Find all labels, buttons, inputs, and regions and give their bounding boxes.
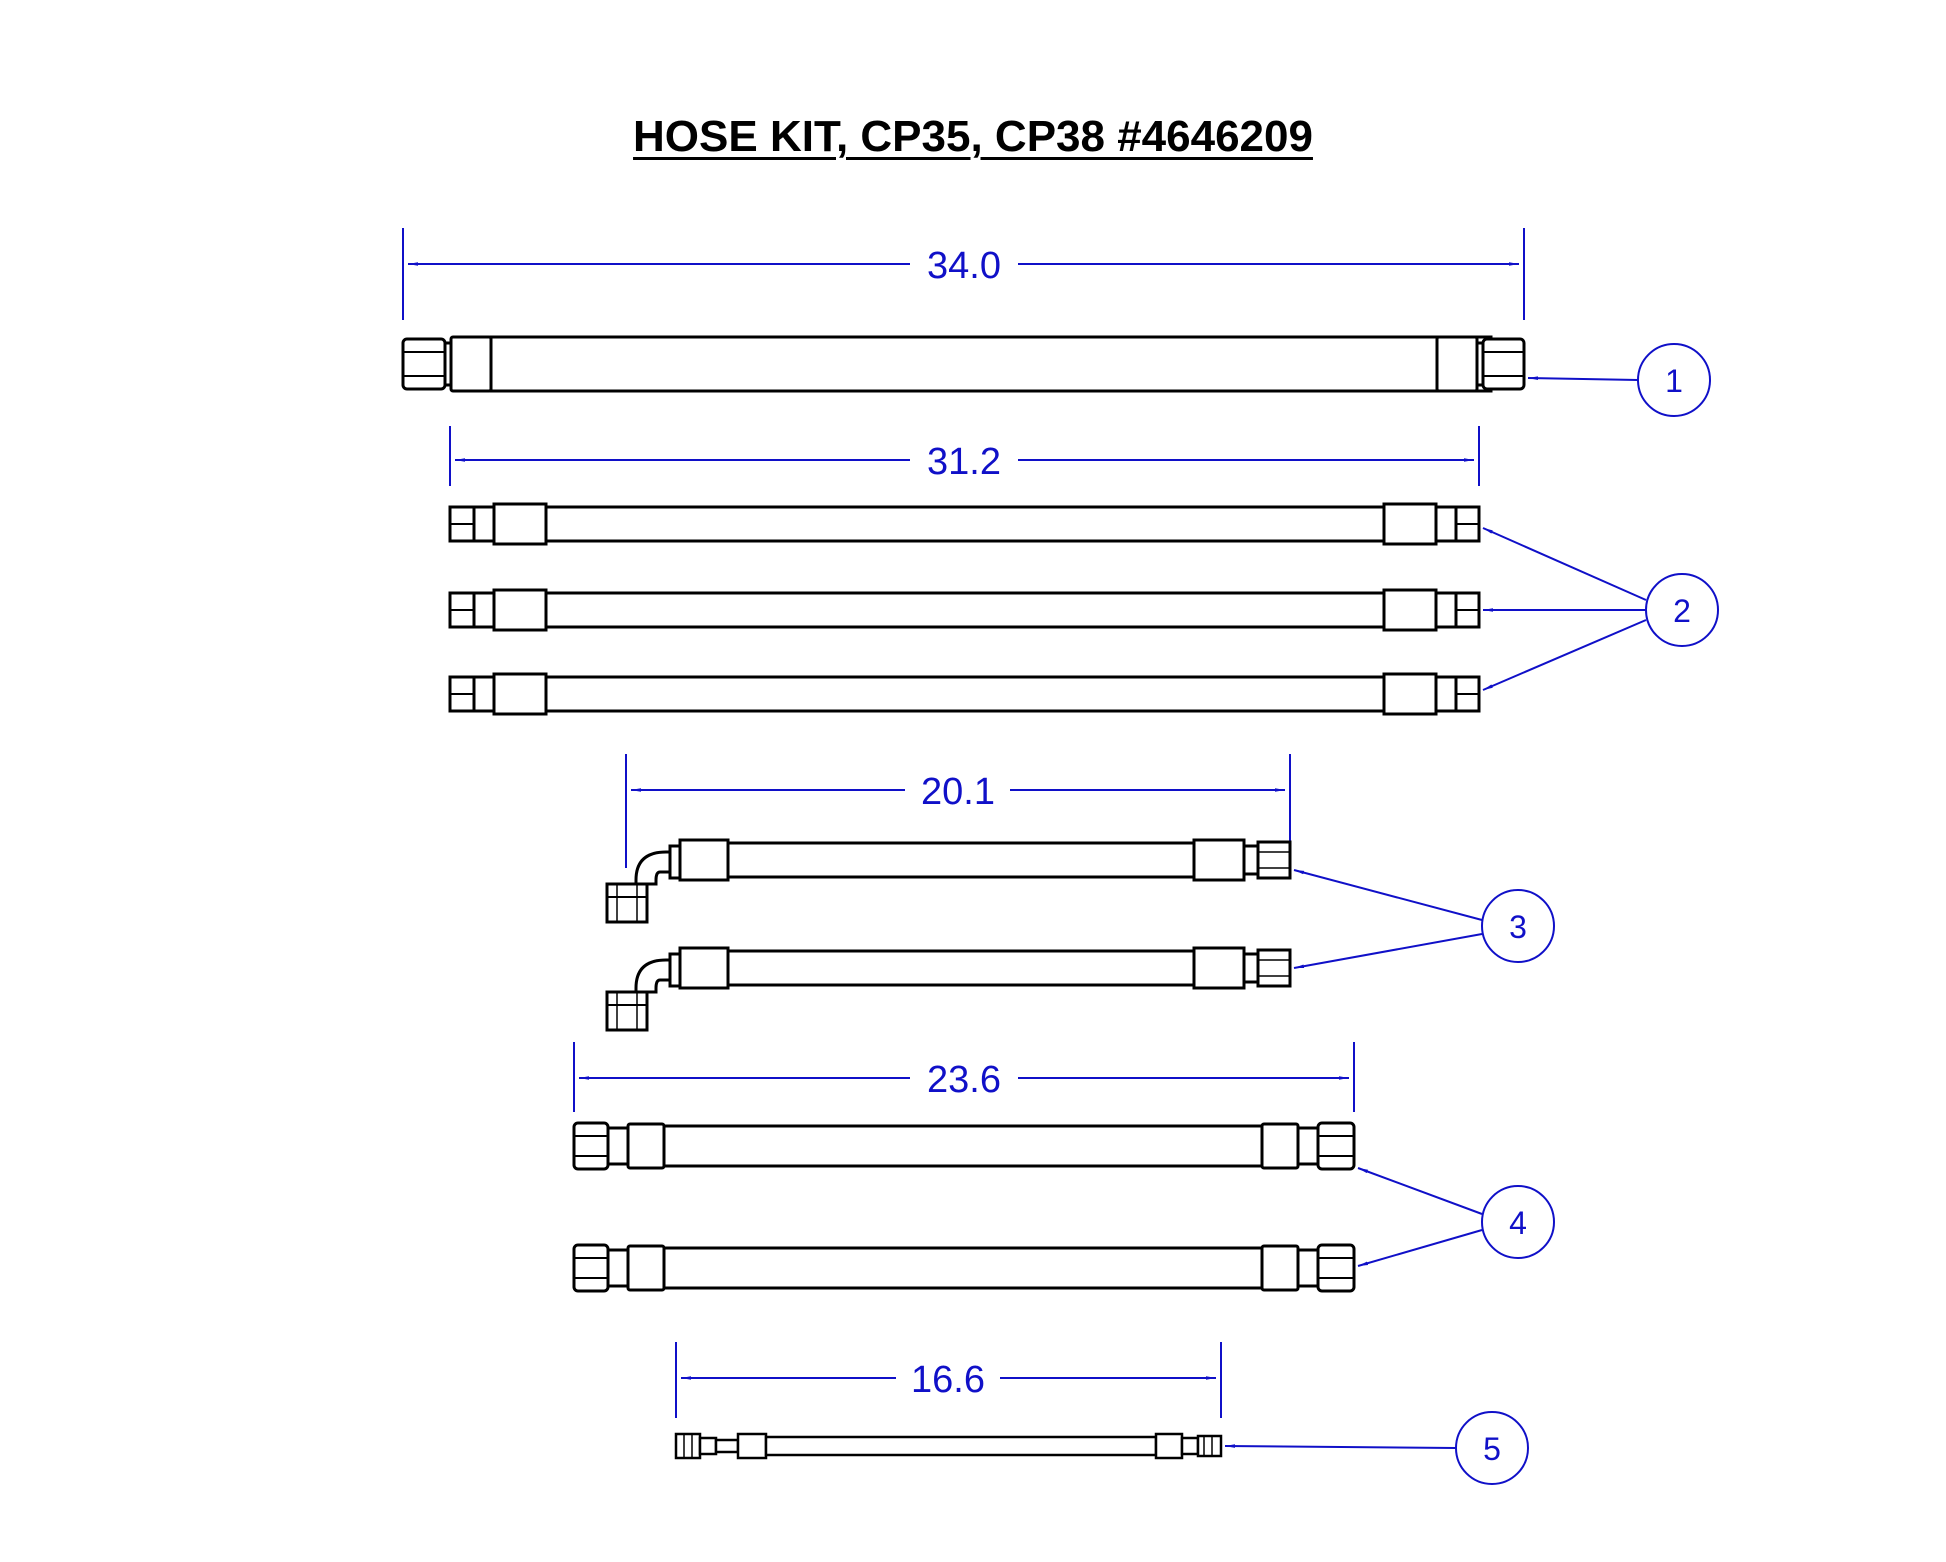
dimension-label: 23.6 [927, 1059, 1001, 1101]
page-title: HOSE KIT, CP35, CP38 #4646209 [633, 112, 1313, 161]
callout-number: 3 [1509, 909, 1527, 945]
hose-item-4-a [572, 1121, 1356, 1171]
callout-2: 2 [1482, 527, 1719, 691]
dimension-item-1: 34.0 [402, 228, 1525, 320]
hose-item-3-a [605, 838, 1292, 924]
dimension-item-3: 20.1 [625, 754, 1291, 868]
callout-1: 1 [1527, 343, 1711, 417]
dimension-label: 16.6 [911, 1359, 985, 1401]
hose-item-2-a [448, 502, 1481, 546]
hose-item-5 [674, 1432, 1223, 1460]
hose-item-4-b [572, 1243, 1356, 1293]
dimension-label: 20.1 [921, 771, 995, 813]
hose-item-2-b [448, 588, 1481, 632]
dimension-item-2: 31.2 [449, 426, 1480, 486]
callout-number: 2 [1673, 593, 1691, 629]
callout-3: 3 [1293, 869, 1555, 969]
callout-4: 4 [1357, 1167, 1555, 1267]
callout-number: 5 [1483, 1431, 1501, 1467]
callout-5: 5 [1224, 1411, 1529, 1485]
callout-number: 4 [1509, 1205, 1527, 1241]
dimension-label: 34.0 [927, 245, 1001, 287]
hose-item-3-b [605, 946, 1292, 1032]
hose-item-2-c [448, 672, 1481, 716]
callout-number: 1 [1665, 363, 1683, 399]
dimension-item-5: 16.6 [675, 1342, 1222, 1418]
dimension-label: 31.2 [927, 441, 1001, 483]
hose-item-1 [401, 335, 1526, 393]
dimension-item-4: 23.6 [573, 1042, 1355, 1112]
